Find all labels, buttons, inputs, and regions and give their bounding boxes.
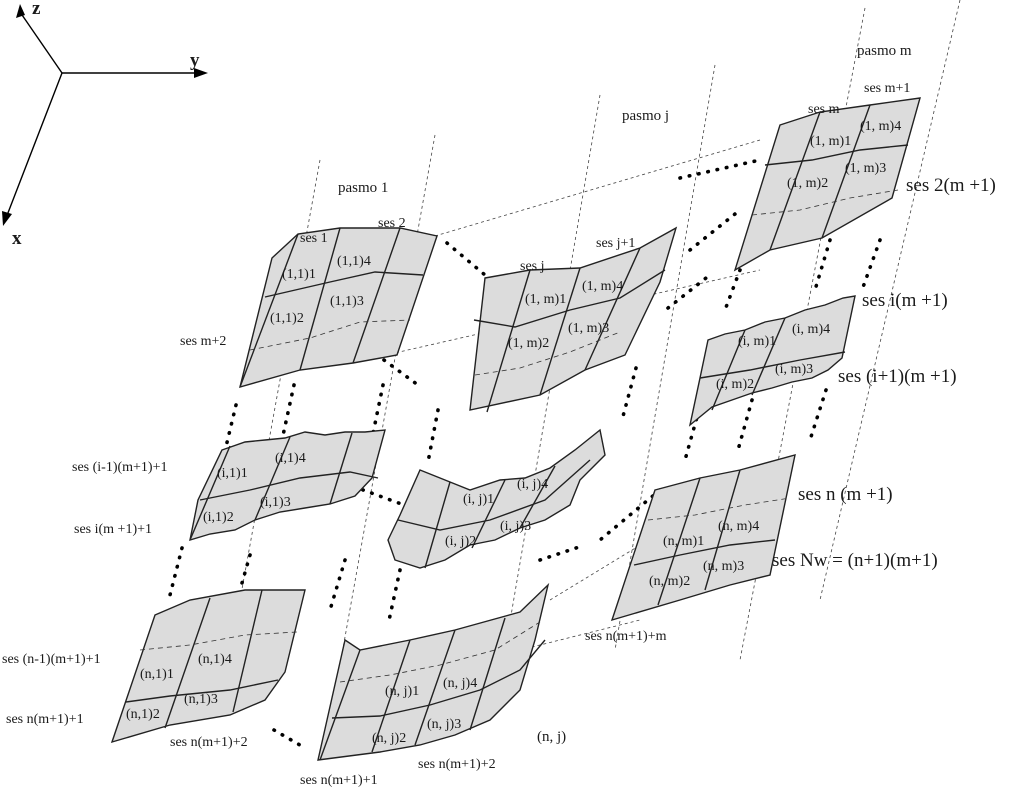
cell-label: (1, m)1: [810, 134, 851, 149]
cell-label: (i, j)2: [445, 534, 476, 549]
cell-label: (i, j)1: [463, 492, 494, 507]
node-label: ses n (m +1): [798, 484, 893, 505]
node-label: ses 2(m +1): [906, 175, 996, 196]
node-label: ses (n-1)(m+1)+1: [2, 652, 101, 667]
cell-label: (i, m)3: [775, 362, 813, 377]
cell-label: (n,1)4: [198, 652, 232, 667]
cell-label: (i, m)2: [716, 377, 754, 392]
node-label: ses n(m+1)+2: [170, 735, 248, 750]
panel-i-j: [387, 428, 606, 569]
panel-n-j: [317, 582, 550, 761]
node-label: ses m+2: [180, 334, 226, 349]
cell-label: (1,1)3: [330, 294, 364, 309]
cell-label: (1, m)4: [860, 119, 901, 134]
cell-label: (i, j)3: [500, 519, 531, 534]
cell-label: (n, j)1: [385, 684, 419, 699]
cell-label: (i,1)4: [275, 451, 306, 466]
cell-label: (n, j)3: [427, 717, 461, 732]
panel-i-m: [688, 295, 856, 427]
cell-label: (1, m)1: [525, 292, 566, 307]
axis-y-label: y: [190, 50, 200, 71]
panel-i-1: [189, 429, 386, 542]
cell-label: (1, m)3: [568, 321, 609, 336]
node-label: ses i(m +1): [862, 290, 948, 311]
cell-label: (n, m)2: [649, 574, 690, 589]
node-label: ses n(m+1)+2: [418, 757, 496, 772]
node-label: ses j: [520, 259, 545, 274]
cell-label: (n, j)2: [372, 731, 406, 746]
node-label: ses m+1: [864, 81, 910, 96]
cell-label: (1, m)3: [845, 161, 886, 176]
cell-label: (1, m)2: [787, 176, 828, 191]
cell-label: (n,1)1: [140, 667, 174, 682]
axis-z-label: z: [32, 0, 41, 19]
axis-triad: z y x: [2, 0, 208, 249]
span-label-m: pasmo m: [857, 43, 912, 59]
span-label-j: pasmo j: [622, 108, 669, 124]
cell-label: (n,1)3: [184, 692, 218, 707]
cell-label: (n, m)3: [703, 559, 744, 574]
panel-1-m-middle: [469, 226, 678, 413]
node-label: ses n(m+1)+1: [6, 712, 84, 727]
cell-label: (n, m)4: [718, 519, 759, 534]
span-label-1: pasmo 1: [338, 180, 388, 196]
cell-label: (i, j)4: [517, 477, 548, 492]
cell-label: (1, m)2: [508, 336, 549, 351]
cell-label: (n,1)2: [126, 707, 160, 722]
cell-label: (i,1)3: [260, 495, 291, 510]
node-label: ses j+1: [596, 236, 635, 251]
panel-n-m: [610, 454, 796, 622]
cell-label: (1,1)1: [282, 267, 316, 282]
cell-label: (i,1)2: [203, 510, 234, 525]
cell-label: (1,1)4: [337, 254, 371, 269]
node-label: ses i(m +1)+1: [74, 522, 152, 537]
axis-x-label: x: [12, 228, 22, 249]
node-label: ses (i-1)(m+1)+1: [72, 460, 168, 475]
cell-label: (n, m)1: [663, 534, 704, 549]
cell-label: (1, m)4: [582, 279, 623, 294]
node-label: ses m: [808, 102, 840, 117]
panel-1-m-right: [733, 97, 921, 272]
cell-label: (i, m)1: [738, 334, 776, 349]
node-label: ses 1: [300, 231, 328, 246]
cell-label: (i, m)4: [792, 322, 830, 337]
node-label: ses 2: [378, 216, 406, 231]
cell-label: (i,1)1: [217, 466, 248, 481]
node-label: (n, j): [537, 729, 566, 745]
cell-label: (n, j)4: [443, 676, 477, 691]
panel-1-1: [239, 227, 438, 389]
cell-label: (1,1)2: [270, 311, 304, 326]
cell-labels: (1,1)1 (1,1)4 (1,1)2 (1,1)3 (1, m)1 (1, …: [126, 119, 901, 746]
node-label: ses (i+1)(m +1): [838, 366, 957, 387]
panel-n-1: [110, 589, 306, 744]
node-label: ses n(m+1)+m: [585, 629, 667, 644]
node-label: ses Nw = (n+1)(m+1): [772, 550, 938, 571]
node-label: ses n(m+1)+1: [300, 773, 378, 788]
